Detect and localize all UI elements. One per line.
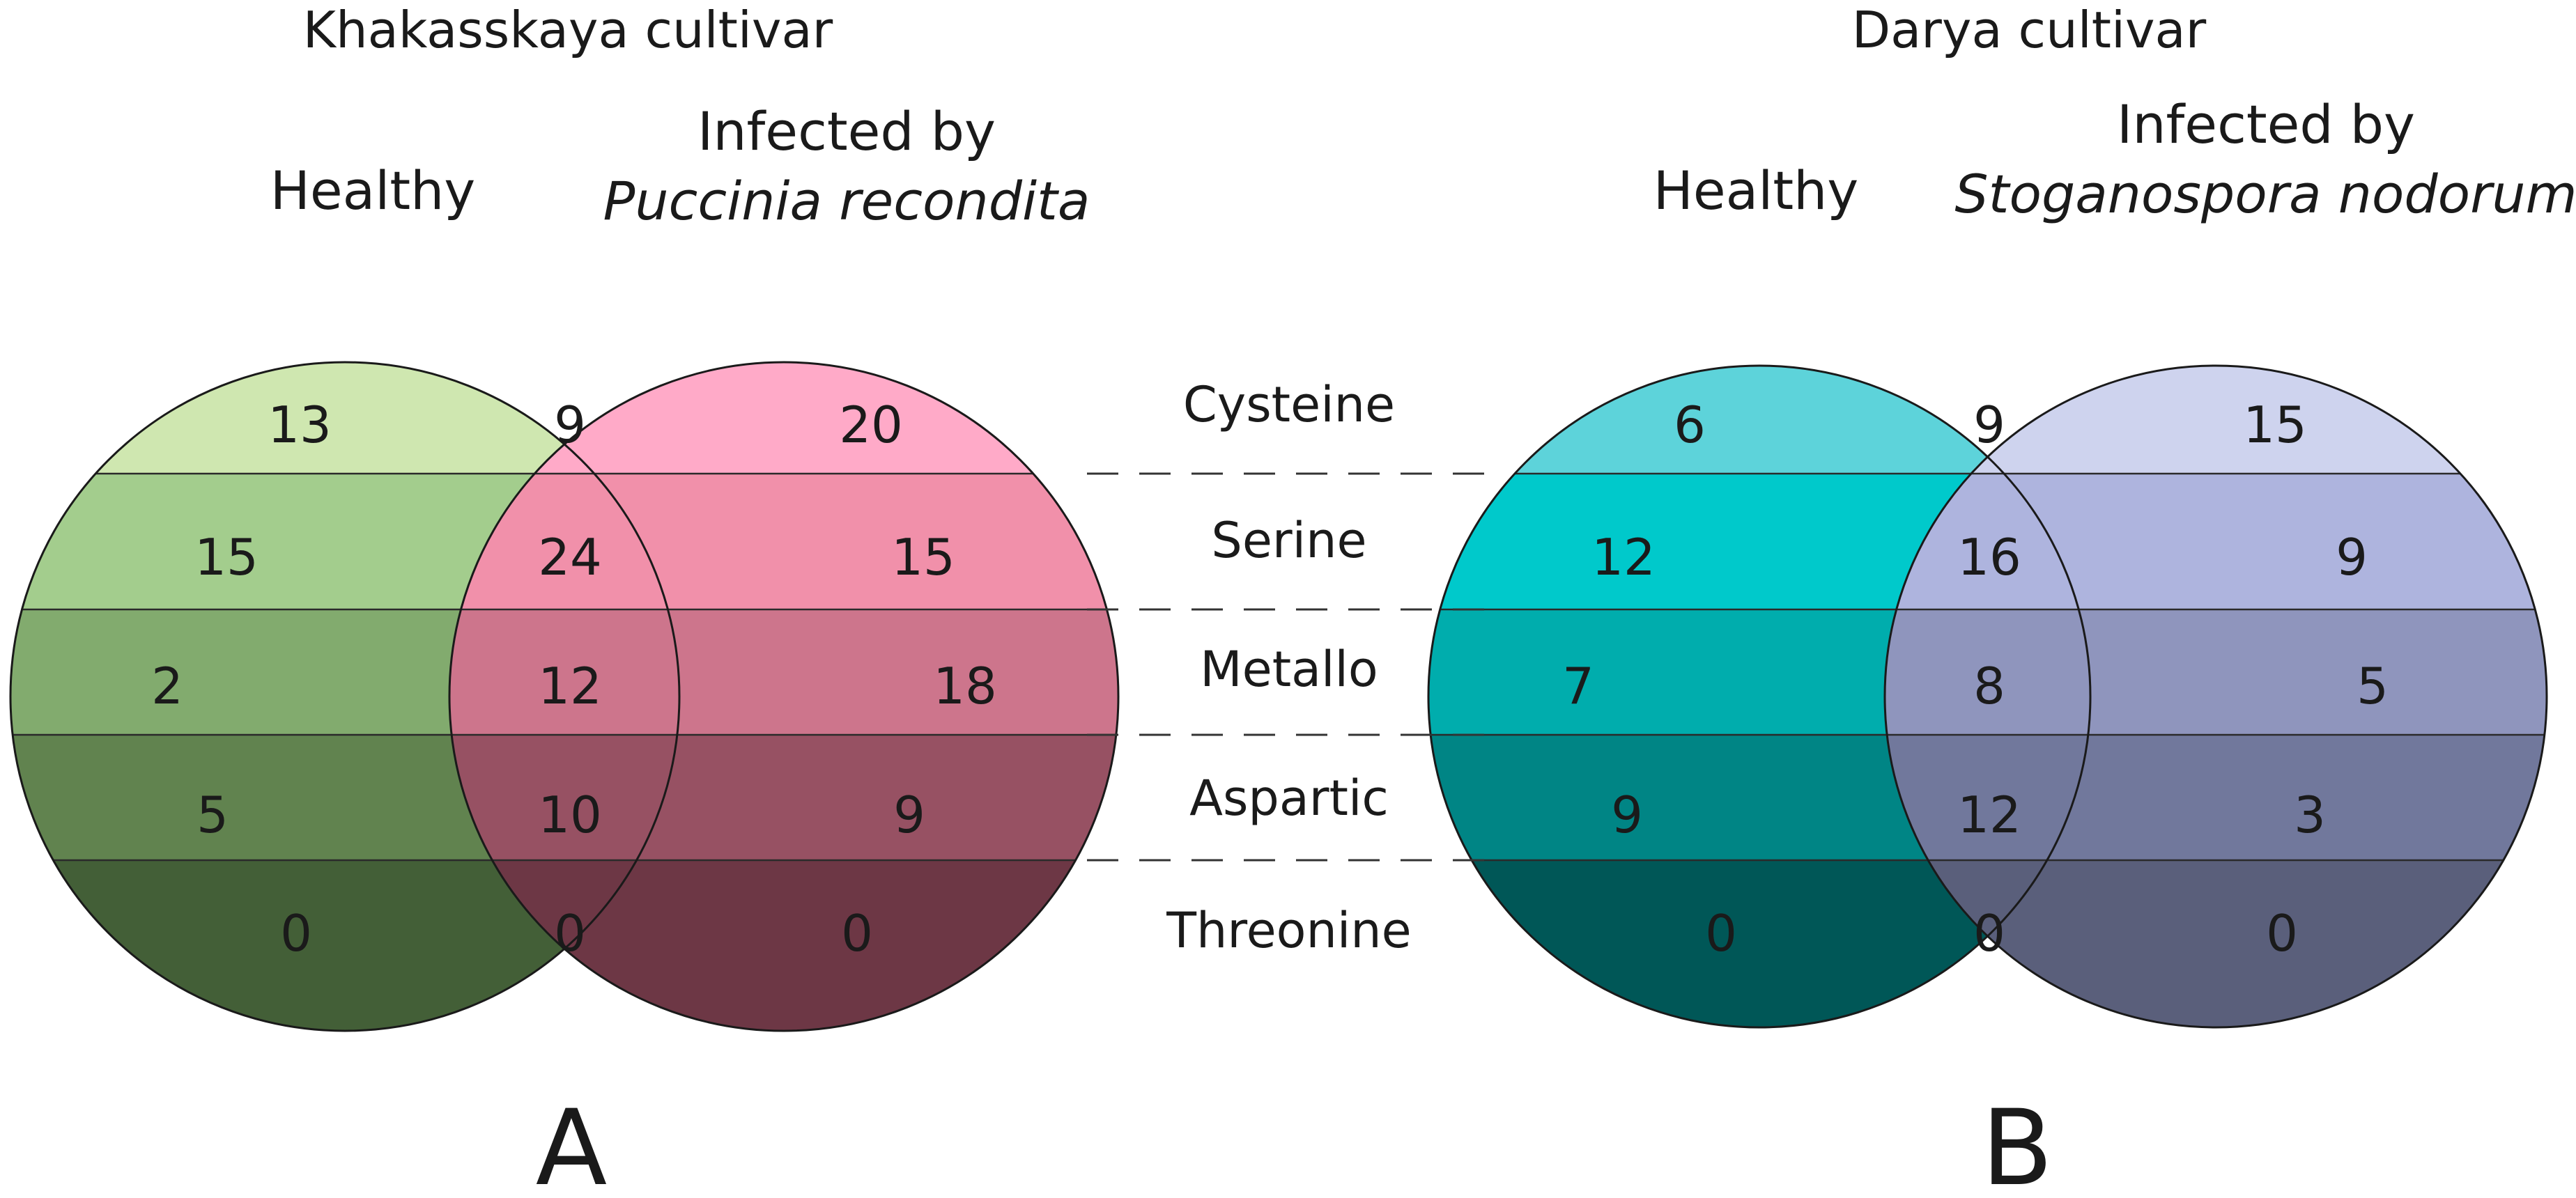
count-infected-only-aspartic: 9 [893, 786, 925, 844]
panel-b-letter: B [1982, 1088, 2053, 1195]
infected-band-aspartic [449, 735, 1118, 860]
count-healthy-only-serine: 15 [194, 528, 259, 586]
count-infected-only-cysteine: 15 [2243, 396, 2307, 454]
count-infected-only-threonine: 0 [2266, 904, 2298, 963]
infected-band-aspartic [1885, 735, 2547, 860]
count-healthy-only-cysteine: 6 [1674, 396, 1706, 454]
venn-a: 13 9 20 15 24 15 2 12 18 5 10 9 0 0 0 [9, 361, 1120, 1032]
infected-band-metallo [1885, 609, 2547, 735]
panel-a-letter: A [536, 1088, 608, 1195]
infected-band-metallo [449, 609, 1118, 735]
class-divider-lines [1087, 472, 1498, 862]
infected-circle-outline [448, 361, 1120, 1032]
count-healthy-only-metallo: 2 [151, 657, 183, 715]
panel-b-infected-label: Infected by [2117, 93, 2415, 155]
count-shared-cysteine: 9 [1973, 396, 2005, 454]
count-healthy-only-threonine: 0 [1705, 904, 1737, 963]
count-infected-only-serine: 9 [2336, 528, 2368, 586]
count-shared-serine: 16 [1957, 528, 2021, 586]
class-label-serine: Serine [1211, 512, 1366, 569]
count-infected-only-serine: 15 [891, 528, 955, 586]
class-label-cysteine: Cysteine [1183, 376, 1395, 433]
count-infected-only-metallo: 5 [2357, 657, 2389, 715]
panel-a-title: Khakasskaya cultivar [303, 1, 833, 59]
panel-b-healthy-label: Healthy [1653, 160, 1859, 221]
count-healthy-only-cysteine: 13 [268, 396, 332, 454]
healthy-circle-outline [9, 361, 681, 1032]
count-healthy-only-aspartic: 5 [196, 786, 229, 844]
infected-band-serine [449, 474, 1118, 609]
count-shared-aspartic: 12 [1957, 786, 2021, 844]
count-healthy-only-serine: 12 [1591, 528, 1656, 586]
panel-a-healthy-label: Healthy [270, 160, 476, 221]
infected-circle-outline [1883, 364, 2548, 1029]
infected-band-serine [1885, 474, 2547, 609]
count-shared-metallo: 12 [538, 657, 602, 715]
count-infected-only-cysteine: 20 [839, 396, 903, 454]
panel-a-infected-label: Infected by [697, 100, 996, 162]
class-label-threonine: Threonine [1166, 902, 1412, 959]
panel-b-pathogen-label: Stoganospora nodorum [1954, 163, 2576, 225]
count-shared-serine: 24 [538, 528, 602, 586]
count-healthy-only-aspartic: 9 [1611, 786, 1643, 844]
count-infected-only-threonine: 0 [841, 904, 873, 963]
count-shared-metallo: 8 [1973, 657, 2005, 715]
class-label-metallo: Metallo [1200, 641, 1378, 698]
count-infected-only-aspartic: 3 [2294, 786, 2326, 844]
count-shared-aspartic: 10 [538, 786, 602, 844]
class-label-aspartic: Aspartic [1189, 770, 1389, 827]
count-shared-threonine: 0 [1973, 904, 2005, 963]
count-shared-threonine: 0 [554, 904, 586, 963]
venn-b: 6 9 15 12 16 9 7 8 5 9 12 3 0 0 0 [1427, 364, 2548, 1029]
healthy-circle-outline [1427, 364, 2092, 1029]
count-healthy-only-metallo: 7 [1562, 657, 1594, 715]
count-infected-only-metallo: 18 [933, 657, 997, 715]
count-shared-cysteine: 9 [554, 396, 586, 454]
panel-a-pathogen-label: Puccinia recondita [603, 170, 1090, 232]
count-healthy-only-threonine: 0 [280, 904, 312, 963]
panel-b-title: Darya cultivar [1852, 1, 2207, 59]
